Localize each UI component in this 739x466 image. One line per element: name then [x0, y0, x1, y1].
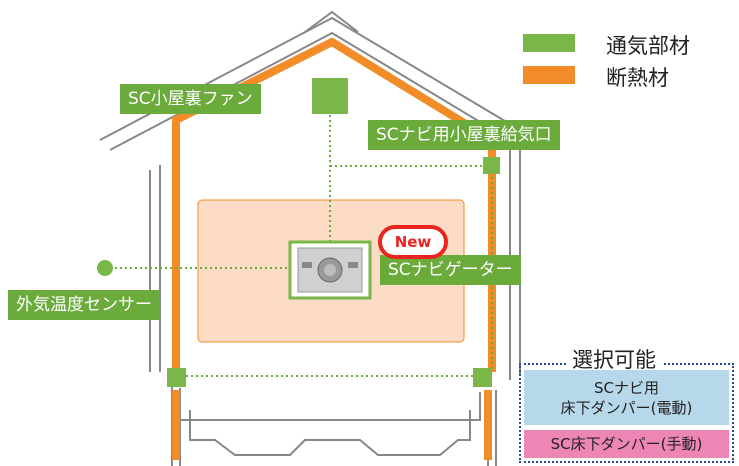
attic-fan-box	[312, 78, 348, 114]
navigator-label: SCナビゲーター	[380, 255, 521, 285]
new-badge: New	[378, 225, 448, 259]
attic-inlet-label: SCナビ用小屋裏給気口	[368, 120, 560, 150]
navigator-device	[288, 240, 372, 300]
legend-vent-label: 通気部材	[606, 34, 690, 58]
damper-left	[167, 368, 186, 387]
manual-damper-option: SC床下ダンパー(手動)	[524, 430, 729, 458]
legend-vent-swatch	[523, 34, 575, 52]
attic-inlet-box	[483, 157, 500, 174]
damper-right	[473, 368, 492, 387]
electric-damper-option: SCナビ用 床下ダンパー(電動)	[524, 370, 729, 425]
legend-insulation-swatch	[523, 66, 575, 84]
electric-damper-line2: 床下ダンパー(電動)	[560, 398, 693, 417]
sensor-dot	[97, 260, 113, 276]
attic-fan-label: SC小屋裏ファン	[120, 84, 261, 114]
options-title: 選択可能	[566, 344, 662, 374]
legend-insulation-label: 断熱材	[606, 66, 669, 90]
outdoor-sensor-label: 外気温度センサー	[8, 290, 160, 320]
electric-damper-line1: SCナビ用	[594, 378, 659, 397]
